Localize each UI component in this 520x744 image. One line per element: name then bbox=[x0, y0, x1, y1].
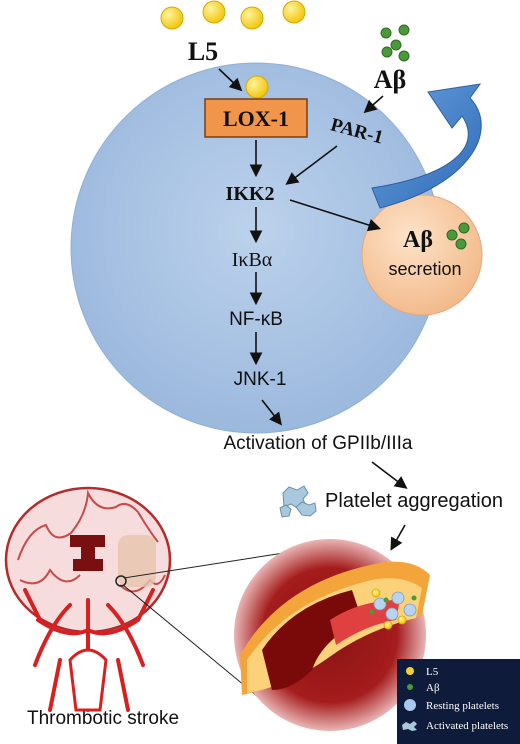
l5-label: L5 bbox=[188, 37, 218, 66]
legend-item-resting-platelets: Resting platelets bbox=[426, 700, 499, 712]
nfkb-label: NF-κB bbox=[229, 309, 283, 330]
lox1-label: LOX-1 bbox=[223, 106, 289, 131]
legend-labels: L5 Aβ Resting platelets Activated platel… bbox=[426, 666, 508, 732]
platelet-aggregation-label: Platelet aggregation bbox=[325, 490, 503, 512]
abeta-particles-top bbox=[380, 24, 410, 62]
legend-item-activated-platelets: Activated platelets bbox=[426, 720, 508, 732]
secretion-vesicle bbox=[361, 194, 483, 316]
legend-item-abeta: Aβ bbox=[426, 682, 440, 694]
secretion-title: Aβ bbox=[403, 227, 433, 253]
ikba-label: IκBα bbox=[232, 249, 273, 271]
lox1-receptor bbox=[204, 98, 308, 138]
vessel-cross-section bbox=[234, 539, 430, 731]
secretion-label: secretion bbox=[388, 259, 461, 279]
legend-symbols bbox=[402, 667, 417, 731]
jnk1-label: JNK-1 bbox=[234, 369, 287, 390]
brain-illustration bbox=[4, 486, 172, 712]
ikk2-label: IKK2 bbox=[226, 183, 275, 205]
abeta-label: Aβ bbox=[374, 65, 406, 94]
legend-item-l5: L5 bbox=[426, 666, 439, 678]
thrombotic-stroke-label: Thrombotic stroke bbox=[27, 708, 179, 729]
aggregated-platelets-icon bbox=[279, 485, 317, 518]
legend-box bbox=[397, 659, 520, 744]
abeta-particles-vesicle bbox=[446, 222, 470, 250]
feedback-arrow bbox=[371, 83, 482, 209]
l5-particles bbox=[160, 0, 306, 99]
pathway-arrows bbox=[218, 68, 408, 551]
activation-label: Activation of GPIIb/IIIa bbox=[223, 433, 412, 454]
